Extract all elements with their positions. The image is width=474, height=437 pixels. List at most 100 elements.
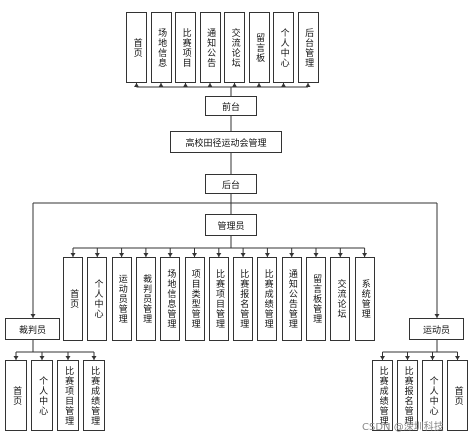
athlete-module-label: 比赛成绩管理 (377, 365, 388, 426)
back-node: 后台 (205, 174, 257, 194)
arrowhead (167, 253, 173, 257)
arrowhead (70, 253, 76, 257)
referee-node: 裁判员 (5, 318, 60, 340)
arrowhead (362, 253, 368, 257)
arrowhead (430, 356, 435, 360)
front-module-box: 个人中心 (273, 12, 294, 83)
referee-module-label: 首页 (11, 385, 22, 406)
athlete-node: 运动员 (409, 318, 464, 340)
athlete-module-label: 首页 (452, 385, 463, 406)
arrowhead (91, 356, 97, 360)
arrowhead (192, 253, 197, 257)
admin-module-box: 裁判员管理 (135, 257, 156, 341)
arrowhead (39, 356, 45, 360)
athlete-module-label: 比赛报名管理 (402, 365, 413, 426)
arrowhead (289, 253, 295, 257)
admin-module-label: 运动员管理 (116, 274, 127, 324)
front-module-label: 场地信息 (156, 27, 167, 68)
admin-label: 管理员 (217, 221, 245, 232)
admin-module-box: 比赛项目管理 (208, 257, 229, 341)
admin-module-label: 通知公告管理 (286, 269, 297, 329)
athlete-module-box: 比赛成绩管理 (372, 360, 393, 431)
referee-module-box: 比赛成绩管理 (83, 360, 105, 431)
admin-module-label: 裁判员管理 (141, 274, 152, 324)
admin-module-label: 场地信息管理 (165, 269, 176, 329)
arrowhead (207, 83, 213, 87)
arrowhead (264, 253, 270, 257)
athlete-module-label: 个人中心 (427, 375, 438, 416)
arrowhead (405, 356, 410, 360)
admin-module-box: 交流论坛 (330, 257, 351, 341)
referee-module-label: 比赛项目管理 (63, 365, 74, 426)
admin-node: 管理员 (205, 214, 257, 236)
arrowhead (380, 356, 385, 360)
front-module-box: 后台管理 (297, 12, 319, 83)
arrowhead (134, 83, 139, 87)
arrowhead (143, 253, 149, 257)
front-module-label: 留言板 (254, 32, 265, 63)
arrowhead (119, 253, 125, 257)
admin-module-box: 系统管理 (354, 257, 375, 341)
system-title-node: 高校田径运动会管理 (170, 131, 282, 153)
front-label: 前台 (221, 102, 240, 113)
referee-module-box: 比赛项目管理 (57, 360, 79, 431)
front-module-box: 通知公告 (199, 12, 221, 83)
athlete-module-box: 首页 (447, 360, 468, 431)
arrowhead (305, 83, 311, 87)
admin-module-box: 比赛成绩管理 (257, 257, 278, 341)
arrowhead (313, 253, 319, 257)
front-module-label: 交流论坛 (229, 27, 240, 68)
arrowhead (281, 83, 286, 87)
admin-module-box: 通知公告管理 (281, 257, 302, 341)
referee-module-label: 比赛成绩管理 (89, 365, 100, 426)
front-module-box: 场地信息 (150, 12, 172, 83)
arrowhead (216, 253, 222, 257)
arrowhead (434, 314, 440, 318)
arrowhead (183, 83, 188, 87)
arrowhead (337, 253, 343, 257)
arrowhead (158, 83, 164, 87)
athlete-label: 运动员 (422, 325, 450, 336)
admin-module-label: 个人中心 (92, 279, 103, 319)
watermark: CSDN @深圳科技 (362, 422, 444, 433)
admin-module-box: 首页 (63, 257, 83, 341)
front-module-label: 比赛项目 (180, 27, 191, 68)
referee-module-box: 首页 (5, 360, 27, 431)
admin-module-box: 个人中心 (87, 257, 108, 341)
front-module-label: 首页 (131, 37, 142, 58)
admin-module-box: 场地信息管理 (160, 257, 181, 341)
athlete-module-box: 比赛报名管理 (397, 360, 418, 431)
admin-module-label: 比赛项目管理 (213, 269, 224, 329)
arrowhead (94, 253, 100, 257)
arrowhead (13, 356, 19, 360)
admin-module-label: 项目类型管理 (189, 269, 200, 329)
arrowhead (232, 83, 237, 87)
front-module-label: 后台管理 (303, 27, 314, 68)
front-module-box: 交流论坛 (224, 12, 245, 83)
front-module-label: 通知公告 (205, 27, 216, 68)
arrowhead (240, 253, 246, 257)
front-node: 前台 (205, 96, 257, 116)
athlete-module-box: 个人中心 (422, 360, 443, 431)
admin-module-label: 系统管理 (359, 279, 370, 319)
admin-module-box: 项目类型管理 (184, 257, 205, 341)
arrowhead (256, 83, 262, 87)
system-title: 高校田径运动会管理 (185, 138, 267, 149)
arrowhead (455, 356, 460, 360)
admin-module-box: 比赛报名管理 (233, 257, 254, 341)
front-module-label: 个人中心 (278, 27, 289, 68)
admin-module-label: 比赛报名管理 (238, 269, 249, 329)
referee-module-label: 个人中心 (37, 375, 48, 416)
referee-label: 裁判员 (18, 325, 46, 336)
admin-module-box: 留言板管理 (306, 257, 326, 341)
arrowhead (65, 356, 71, 360)
admin-module-label: 交流论坛 (335, 279, 346, 319)
admin-module-label: 比赛成绩管理 (262, 269, 273, 329)
back-label: 后台 (221, 180, 240, 191)
arrowhead (30, 314, 36, 318)
referee-module-box: 个人中心 (31, 360, 53, 431)
front-module-box: 比赛项目 (175, 12, 196, 83)
admin-module-box: 运动员管理 (111, 257, 132, 341)
